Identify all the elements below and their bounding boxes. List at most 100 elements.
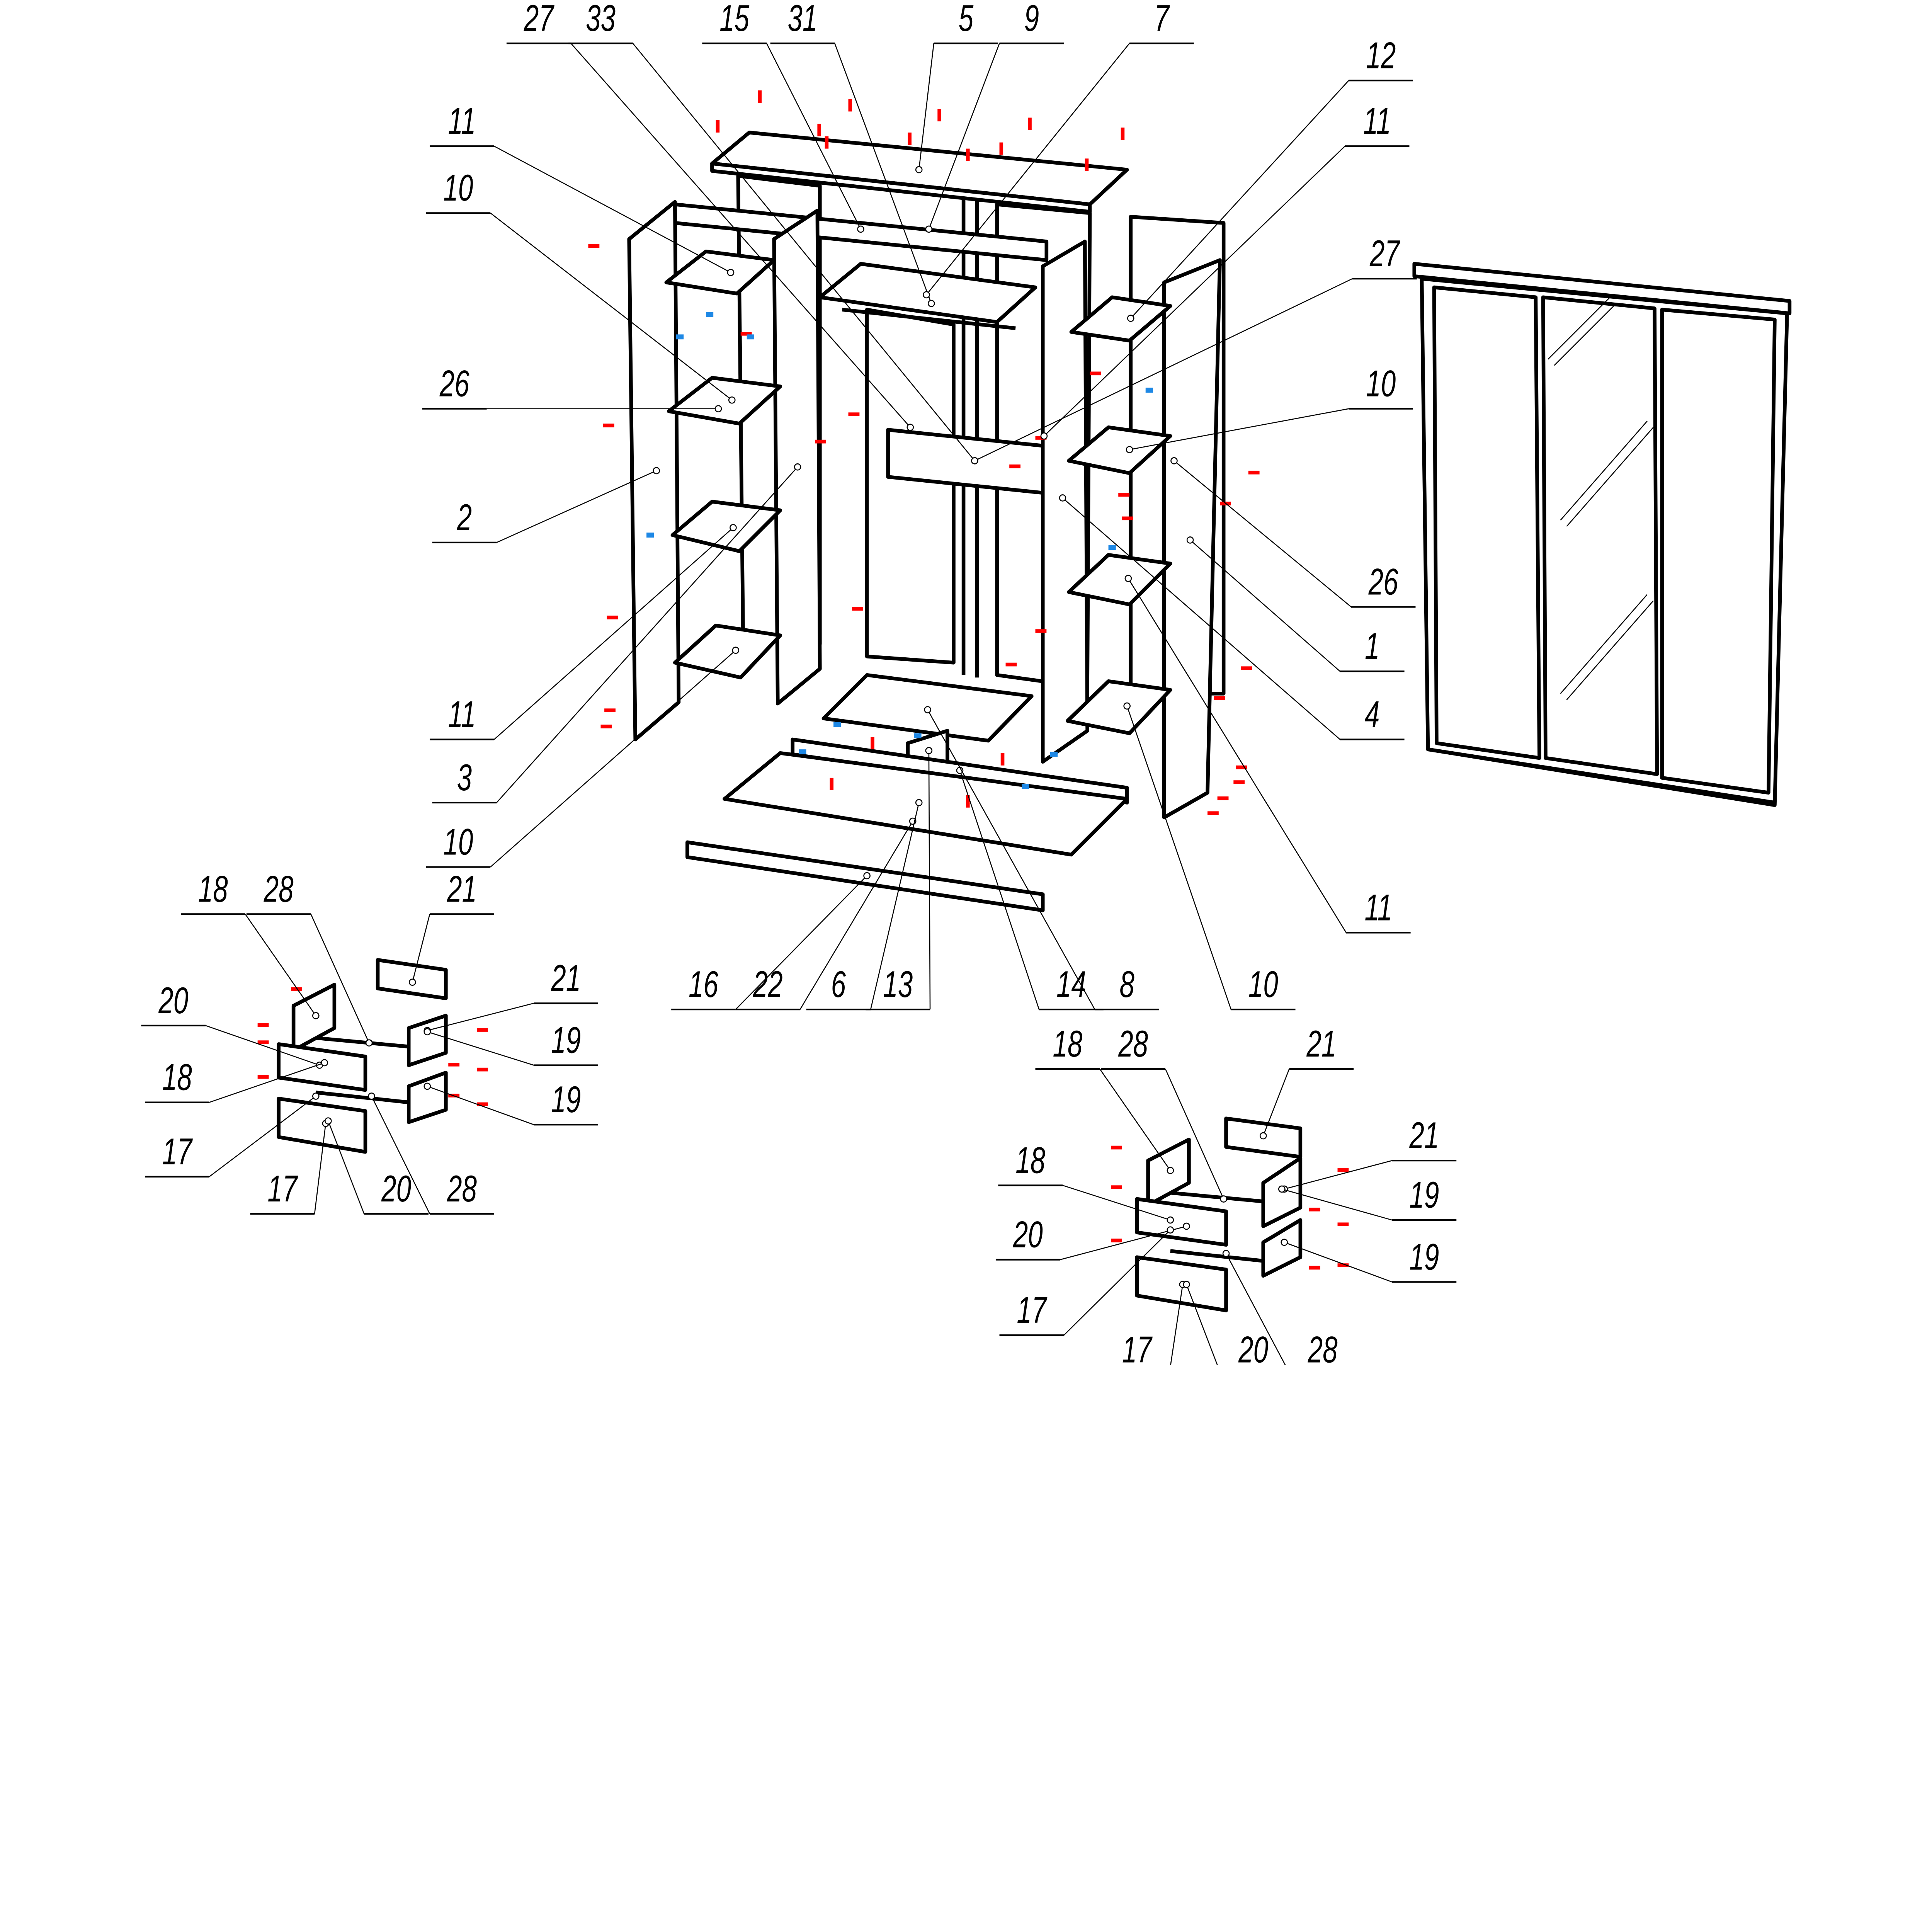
leader-target-icon: [794, 463, 801, 471]
leader-line: [927, 709, 1095, 1010]
leader-line: [1186, 1284, 1218, 1365]
leader-line: [314, 1123, 327, 1214]
part-number-label: 18: [198, 868, 228, 910]
fastener-mark: [603, 424, 614, 427]
part-number-label: 15: [719, 0, 749, 39]
leader-line: [974, 278, 1353, 461]
callout-drawer_left: 28: [368, 1092, 494, 1215]
callout-left: 11: [430, 100, 735, 276]
fastener-mark: [1248, 470, 1260, 475]
part-number-label: 10: [1366, 362, 1396, 404]
callout-bottom: 16: [671, 872, 871, 1011]
leader-line: [1225, 1253, 1286, 1365]
fastener-mark: [1233, 780, 1245, 784]
callout-drawer_left: 28: [246, 868, 373, 1047]
callout-right: 27: [971, 233, 1417, 465]
leader-target-icon: [423, 1028, 431, 1036]
connector-mark: [1022, 784, 1029, 789]
drawer-assembly-right: [1135, 1116, 1303, 1312]
callout-bottom: 13: [866, 747, 933, 1011]
leader-target-icon: [1124, 575, 1132, 582]
leader-line: [928, 750, 931, 1010]
callout-drawer_right: 18: [1035, 1023, 1174, 1174]
part-number-label: 16: [689, 963, 718, 1005]
fastener-marks: [257, 90, 1349, 1270]
leader-line: [1173, 460, 1352, 607]
fastener-mark: [825, 136, 829, 149]
right-inner-panel: [1041, 240, 1089, 764]
shelf: [1066, 679, 1172, 735]
callout-drawer_right: 21: [1259, 1023, 1354, 1140]
fastener-mark: [1111, 1185, 1122, 1189]
callout-right: 12: [1127, 34, 1413, 322]
back-panel-center: [865, 308, 956, 665]
leader-target-icon: [1183, 1222, 1190, 1230]
leader-target-icon: [857, 225, 864, 233]
fastener-mark: [1121, 128, 1125, 140]
leader-line: [496, 466, 798, 803]
part-number-label: 21: [551, 957, 581, 999]
part-number-label: 10: [443, 167, 473, 209]
fastener-mark: [1241, 666, 1252, 670]
fastener-mark: [1309, 1207, 1320, 1212]
part-number-label: 4: [1365, 693, 1380, 735]
shelf: [670, 500, 782, 553]
callout-drawer_left: 21: [409, 868, 494, 986]
fastener-mark: [817, 124, 821, 136]
fastener-mark: [815, 439, 826, 444]
fastener-mark: [257, 1075, 269, 1079]
leader-target-icon: [409, 978, 416, 986]
fastener-mark: [1217, 796, 1229, 800]
callout-top: 5: [915, 0, 998, 174]
leader-line: [209, 1096, 316, 1177]
wardrobe-parts: [277, 131, 1792, 1312]
leader-line: [1170, 1284, 1184, 1365]
callout-right: 10: [1126, 362, 1413, 453]
bottom-panel: [723, 751, 1129, 857]
leader-line: [735, 875, 867, 1010]
door-panel-left: [1432, 285, 1541, 760]
callout-left: 11: [430, 524, 737, 740]
leader-target-icon: [971, 457, 978, 465]
leader-line: [1130, 80, 1349, 319]
leader-line: [412, 914, 430, 982]
fastener-mark: [1337, 1168, 1349, 1172]
leader-line: [490, 650, 736, 868]
shelf: [673, 623, 782, 680]
leader-line: [1126, 706, 1232, 1010]
part-number-label: 11: [1364, 887, 1392, 928]
connector-mark: [1050, 752, 1058, 757]
shelf: [664, 249, 776, 296]
leader-line: [570, 43, 911, 428]
callout-drawer_right: 18: [998, 1139, 1174, 1224]
connector-mark: [747, 334, 754, 340]
leader-line: [1062, 497, 1340, 740]
leader-target-icon: [1186, 536, 1194, 544]
leader-target-icon: [925, 747, 933, 754]
part-number-label: 3: [457, 757, 472, 798]
part-number-label: 28: [1118, 1023, 1148, 1065]
leader-line: [328, 1121, 365, 1214]
leader-line: [427, 1031, 534, 1066]
fastener-mark: [848, 412, 860, 416]
fastener-mark: [1028, 117, 1032, 130]
leader-target-icon: [732, 647, 740, 654]
callout-drawer_right: 28: [1222, 1250, 1338, 1365]
leader-line: [493, 527, 734, 740]
fastener-mark: [257, 1040, 269, 1044]
part-number-label: 26: [1368, 561, 1398, 602]
leader-target-icon: [365, 1039, 373, 1047]
fastener-mark: [1118, 493, 1130, 497]
fastener-mark: [1309, 1266, 1320, 1270]
callout-top: 27: [506, 0, 914, 431]
part-number-label: 21: [447, 868, 477, 910]
leader-line: [1263, 1069, 1290, 1136]
leader-target-icon: [1167, 1226, 1174, 1234]
part-number-label: 19: [551, 1019, 581, 1061]
part-number-label: 19: [551, 1079, 581, 1120]
leader-line: [766, 43, 861, 230]
leader-target-icon: [1281, 1239, 1288, 1246]
fastener-mark: [871, 737, 874, 750]
leader-line: [1063, 1229, 1171, 1336]
connector-mark: [646, 533, 654, 538]
